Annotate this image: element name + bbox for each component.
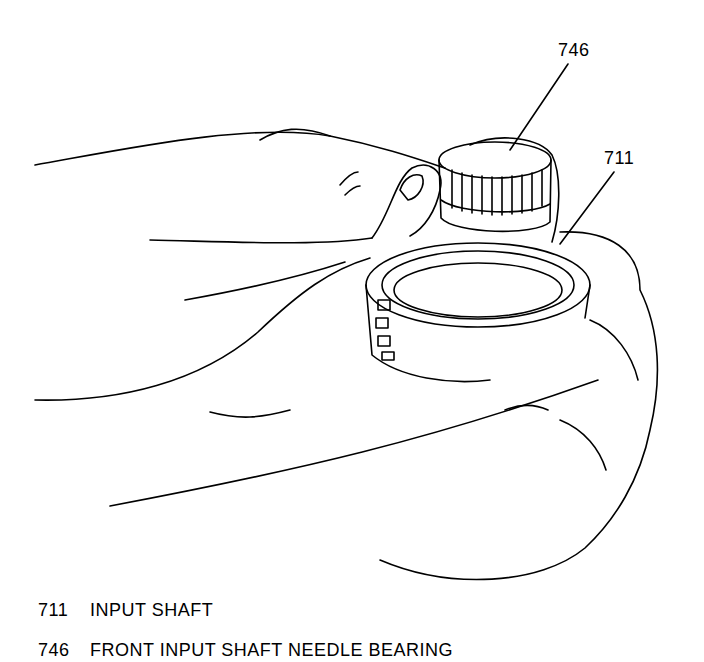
hand-outline [35,132,445,168]
bearing-needles [452,170,542,215]
bearing-body [439,160,551,231]
leader-line [510,64,568,150]
bearing-cage-edge [441,200,550,212]
thumbnail [400,175,423,200]
part-name: INPUT SHAFT [90,600,213,620]
hand-crease [210,410,290,417]
bearing-top [439,142,551,178]
shaft-rim [366,243,590,327]
thumb-outline [372,165,441,238]
finger-lines [560,320,638,470]
shaft-bore [382,251,574,319]
key-number: 746 [38,640,70,660]
shaft-splines [376,300,394,360]
callout-number: 711 [604,148,634,168]
callout-number: 746 [558,40,590,60]
finger-outline [470,138,559,242]
shaft-bore-step [394,263,562,317]
hand-outline [35,258,370,400]
hand-outline [150,238,372,243]
hand-crease [505,406,548,411]
hand-crease [260,129,330,140]
leader-line [560,172,614,244]
knuckle-lines [340,172,360,195]
hand-outline [380,232,657,580]
part-name: FRONT INPUT SHAFT NEEDLE BEARING [90,640,453,660]
hand-outline [110,380,598,506]
shaft-side [366,285,490,382]
shaft-side [585,285,590,318]
key-number: 711 [38,600,68,620]
